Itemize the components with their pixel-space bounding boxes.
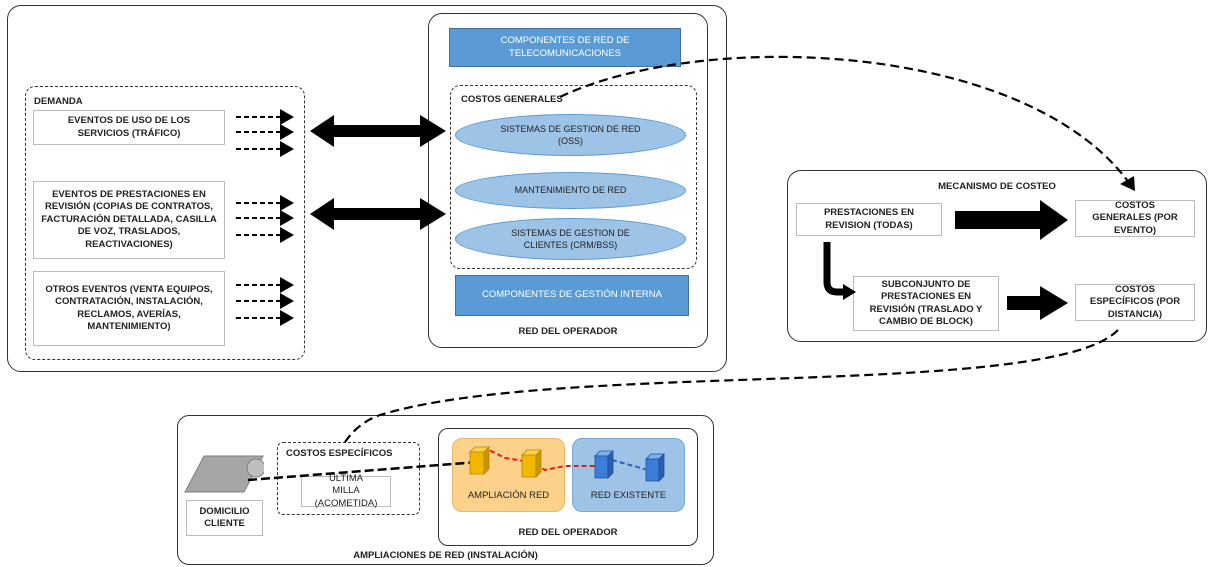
network-expansion-area [452,438,565,512]
network-components-box: COMPONENTES DE RED DE TELECOMUNICACIONES [449,28,681,67]
cube-blue-2 [645,453,665,482]
operator-network-label: RED DEL OPERADOR [518,326,618,337]
arrow-to-specific-costs [1007,286,1068,320]
customer-home-box: DOMICILIO CLIENTE [186,500,263,536]
maintenance-ellipse: MANTENIMIENTO DE RED [455,172,686,209]
general-costs-box: COSTOS GENERALES (POR EVENTO) [1075,200,1195,237]
existing-network-label: RED EXISTENTE [590,490,667,501]
dashed-customer-link [247,460,479,482]
double-arrow-middle [310,198,446,230]
last-mile-box: ÚLTIMA MILLA (ACOMETIDA) [301,473,391,509]
dashed-curve-specific [344,329,1119,443]
demand-panel [25,86,305,360]
specific-costs-title: COSTOS ESPECÍFICOS [286,448,393,459]
other-events-box: OTROS EVENTOS (VENTA EQUIPOS, CONTRATACI… [33,271,225,346]
crm-ellipse: SISTEMAS DE GESTION DE CLIENTES (CRM/BSS… [455,218,686,260]
demand-title: DEMANDA [34,96,83,107]
network-expansion-label: AMPLIACIÓN RED [467,490,550,501]
existing-network-area [572,438,685,512]
review-events-box: EVENTOS DE PRESTACIONES EN REVISIÓN (COP… [33,181,225,259]
all-services-box: PRESTACIONES EN REVISION (TODAS) [796,203,942,236]
cube-orange-1 [469,446,490,475]
subset-services-box: SUBCONJUNTO DE PRESTACIONES EN REVISIÓN … [853,276,999,331]
double-arrow-top [310,115,446,147]
general-costs-panel [450,85,697,269]
oss-ellipse: SISTEMAS DE GESTION DE RED (OSS) [455,114,686,156]
internal-management-box: COMPONENTES DE GESTIÓN INTERNA [455,275,689,316]
specific-costs-box: COSTOS ESPECÍFICOS (POR DISTANCIA) [1075,284,1195,321]
operator-network-bottom-label: RED DEL OPERADOR [518,527,618,538]
link-blue-1 [611,459,649,471]
general-costs-title: COSTOS GENERALES [461,94,563,105]
dashed-curve-general [559,55,1128,181]
cube-orange-2 [521,449,542,478]
cube-blue-1 [594,450,614,479]
customer-home-shape [184,455,264,493]
arrow-to-general-costs [955,200,1068,240]
network-expansion-title: AMPLIACIONES DE RED (INSTALACIÓN) [353,550,538,561]
costing-mechanism-title: MECANISMO DE COSTEO [938,181,1056,192]
traffic-events-box: EVENTOS DE USO DE LOS SERVICIOS (TRÁFICO… [33,110,225,145]
bent-arrow [823,242,843,296]
